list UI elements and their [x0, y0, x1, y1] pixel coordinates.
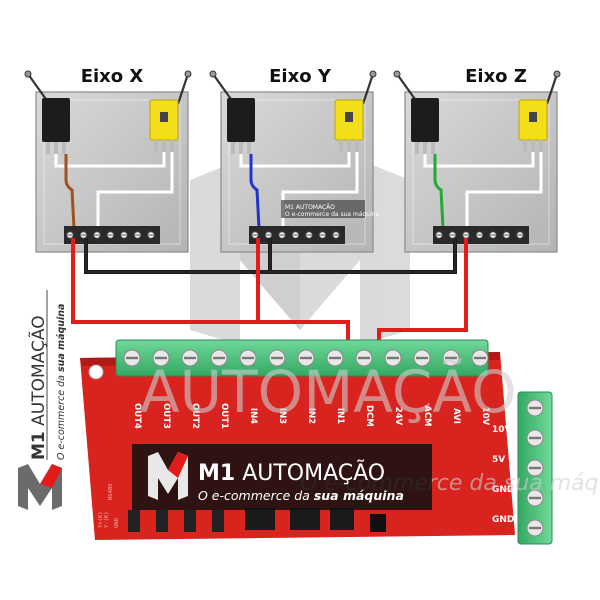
- pin-label-out1: OUT1: [219, 403, 229, 429]
- axis-title-z: Eixo Z: [465, 66, 527, 87]
- red-signal-wire-x: [71, 238, 350, 345]
- side-pin-label: 10V: [492, 425, 512, 435]
- plate-x: [24, 70, 192, 253]
- plate-z: [393, 70, 561, 253]
- black-limit-switch: [227, 98, 255, 142]
- black-limit-switch: [411, 98, 439, 142]
- switch-lever: [361, 73, 375, 105]
- switch-lever: [27, 73, 49, 103]
- red-signal-wire-z: [377, 238, 468, 345]
- pin-label-in2: IN2: [306, 408, 316, 424]
- pin-label-acm: ACM: [422, 405, 432, 426]
- switch-lever: [212, 73, 234, 103]
- pin-label-out2: OUT2: [190, 403, 200, 429]
- signal-wire: [64, 154, 76, 229]
- side-pin-label: GND: [492, 515, 514, 525]
- pin-label-24v: 24V: [393, 407, 403, 426]
- axis-title-x: Eixo X: [81, 66, 144, 87]
- small-logo-name: M1 AUTOMAÇÃO: [285, 204, 335, 211]
- pcb-mark-rs485: RS485: [108, 483, 114, 500]
- corner-logo: [18, 464, 62, 510]
- black-limit-switch: [42, 98, 70, 142]
- side-pin-label: GND: [492, 485, 514, 495]
- pin-label-dcm: DCM: [364, 405, 374, 427]
- side-terminal-screw: [526, 429, 544, 447]
- switch-lever: [396, 73, 418, 103]
- vertical-brand-tagline: O e-commerce da sua máquina: [56, 304, 67, 460]
- pin-label-in1: IN1: [335, 408, 345, 424]
- white-wire: [96, 152, 174, 228]
- side-terminal-screw: [526, 519, 544, 537]
- axis-titles: Eixo X Eixo Y Eixo Z: [81, 66, 527, 87]
- pin-label-out3: OUT3: [161, 403, 171, 429]
- signal-wire: [433, 154, 445, 229]
- pin-label-in4: IN4: [248, 408, 258, 424]
- side-pin-labels: 10V 5V GND GND X P: [492, 425, 514, 555]
- pcb-mark-y-minus: Y-(K): [104, 511, 110, 528]
- top-pin-labels: OUT4 OUT3 OUT2 OUT1 IN4 IN3 IN2 IN1 DCM 24V ACM AVI…: [132, 403, 490, 429]
- pin-label-avi: AVI: [451, 408, 461, 424]
- side-terminal-screw: [526, 399, 544, 417]
- terminal-screw: [123, 349, 141, 367]
- small-logo-tagline: O e-commerce da sua máquina: [285, 211, 380, 218]
- wiring: [71, 238, 468, 345]
- svg-text:AUTOMAÇÃO: AUTOMAÇÃO: [140, 357, 517, 426]
- axis-title-y: Eixo Y: [269, 66, 332, 87]
- pcb-mark-y-plus: Y+(K): [98, 511, 104, 528]
- vertical-brand: M1 AUTOMAÇÃO O e-commerce da sua máquina: [27, 290, 67, 460]
- white-wire: [465, 152, 543, 228]
- vertical-brand-name: M1 AUTOMAÇÃO: [27, 315, 49, 460]
- black-common-wire-outline: [85, 238, 456, 273]
- white-wire: [54, 152, 166, 168]
- signal-wire: [249, 154, 261, 229]
- brand-tagline: O e-commerce da sua máquina: [198, 488, 404, 503]
- pin-label-10v: 10V: [480, 407, 490, 426]
- pin-label-out4: OUT4: [132, 403, 142, 429]
- white-wire: [423, 152, 535, 168]
- brand-banner: M1 AUTOMAÇÃO O e-commerce da sua máquina: [132, 444, 432, 510]
- brand-name: M1 AUTOMAÇÃO: [198, 459, 385, 486]
- switch-lever: [176, 73, 190, 105]
- black-common-wire: [84, 238, 457, 274]
- white-wire: [239, 152, 351, 168]
- pcb-mark-gnd: GND: [114, 518, 120, 528]
- side-pin-label: 5V: [492, 455, 505, 465]
- side-pin-label: X P: [492, 545, 509, 555]
- switch-lever: [545, 73, 559, 105]
- pin-label-in3: IN3: [277, 408, 287, 424]
